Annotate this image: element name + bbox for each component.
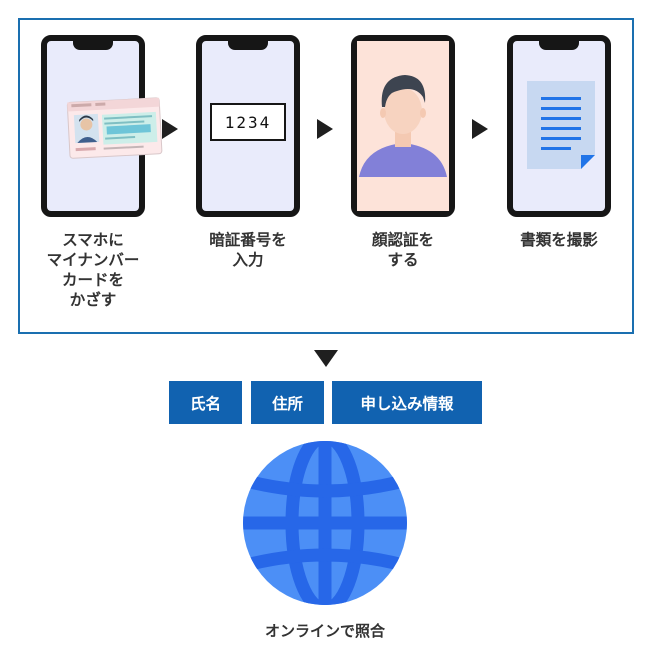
step-2-label: 暗証番号を 入力 (209, 231, 287, 269)
tag-name: 氏名 (169, 381, 242, 424)
phone-notch (73, 40, 113, 50)
step-4-label: 書類を撮影 (520, 231, 598, 249)
phone-step-1 (41, 35, 163, 217)
pin-code-text: 1234 (224, 112, 272, 132)
phone-notch (539, 40, 579, 50)
phone-notch (228, 40, 268, 50)
step-1-label: スマホに マイナンバー カードを かざす (46, 231, 140, 309)
arrow-down-icon (314, 350, 338, 367)
arrow-right-icon (472, 119, 488, 139)
phone-step-2: 1234 (196, 35, 300, 217)
tag-application-info: 申し込み情報 (332, 381, 482, 424)
globe-caption: オンラインで照合 (264, 622, 385, 640)
phone-step-3 (351, 35, 455, 217)
phone-step-4 (507, 35, 611, 217)
globe-icon (243, 441, 407, 605)
id-card-icon (66, 97, 163, 159)
arrow-right-icon (162, 119, 178, 139)
pin-code-icon: 1234 (210, 103, 286, 141)
step-3-label: 顔認証を する (371, 231, 434, 269)
arrow-right-icon (317, 119, 333, 139)
document-icon (527, 81, 595, 169)
face-avatar-icon (357, 41, 449, 211)
tag-address: 住所 (251, 381, 324, 424)
